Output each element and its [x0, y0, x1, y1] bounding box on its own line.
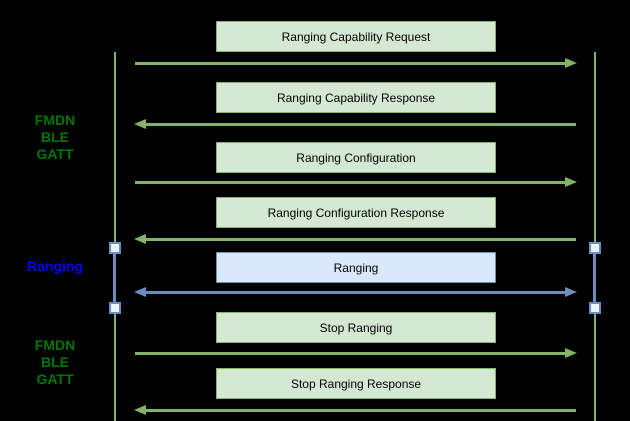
- arrow-right-icon: [134, 177, 577, 188]
- message-box-stop-ranging: Stop Ranging: [216, 312, 496, 343]
- message-box-ranging-configuration-response: Ranging Configuration Response: [216, 197, 496, 228]
- message-label: Ranging Capability Request: [281, 29, 431, 44]
- message-label: Ranging Capability Response: [276, 90, 436, 105]
- activation-marker: [589, 242, 601, 254]
- arrow-both-icon: [134, 287, 577, 298]
- arrow-left-icon: [134, 119, 577, 130]
- message-label: Ranging Configuration: [296, 150, 416, 165]
- arrow-right-icon: [134, 58, 577, 69]
- lifeline-left: [114, 52, 116, 421]
- arrow-shaft: [135, 62, 567, 65]
- arrow-shaft: [135, 352, 567, 355]
- arrow-shaft: [144, 238, 576, 241]
- section-label-line: FMDN: [34, 112, 76, 128]
- activation-marker: [109, 302, 121, 314]
- section-label-fmdn-ble-gatt-top: FMDN BLE GATT: [0, 112, 110, 163]
- message-label: Ranging: [333, 260, 379, 275]
- activation-marker: [589, 302, 601, 314]
- lifeline-right: [594, 52, 596, 421]
- arrow-shaft: [144, 123, 576, 126]
- section-label-line: GATT: [36, 371, 74, 387]
- section-label-line: GATT: [36, 146, 74, 162]
- message-box-ranging-capability-response: Ranging Capability Response: [216, 82, 496, 113]
- section-label-line: FMDN: [34, 337, 76, 353]
- lifeline-right-ranging-segment: [593, 248, 596, 308]
- arrow-shaft: [135, 181, 567, 184]
- section-label-ranging: Ranging: [0, 258, 110, 275]
- arrow-left-icon: [134, 234, 577, 245]
- message-label: Stop Ranging: [319, 320, 393, 335]
- message-box-ranging-configuration: Ranging Configuration: [216, 142, 496, 173]
- arrow-shaft: [144, 291, 567, 294]
- arrow-shaft: [144, 409, 576, 412]
- section-label-line: Ranging: [27, 258, 83, 274]
- lifeline-left-ranging-segment: [113, 248, 116, 308]
- message-box-ranging-capability-request: Ranging Capability Request: [216, 21, 496, 52]
- message-label: Stop Ranging Response: [290, 376, 422, 391]
- message-box-ranging: Ranging: [216, 252, 496, 283]
- message-box-stop-ranging-response: Stop Ranging Response: [216, 368, 496, 399]
- section-label-line: BLE: [41, 129, 69, 145]
- section-label-fmdn-ble-gatt-bottom: FMDN BLE GATT: [0, 337, 110, 388]
- message-label: Ranging Configuration Response: [267, 205, 445, 220]
- arrow-left-icon: [134, 405, 577, 416]
- activation-marker: [109, 242, 121, 254]
- section-label-line: BLE: [41, 354, 69, 370]
- arrow-right-icon: [134, 348, 577, 359]
